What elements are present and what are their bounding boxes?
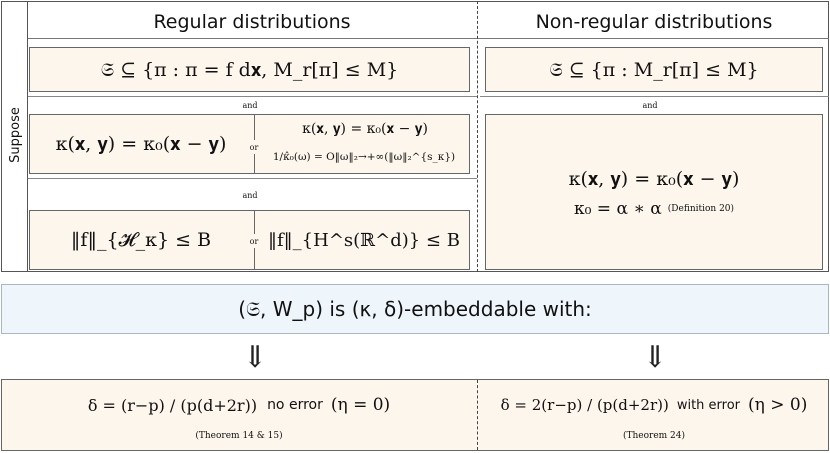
- regular-set-condition: 𝔖 ⊆ {π : π = f d𝐱, M_r[π] ≤ M}: [29, 47, 470, 92]
- regular-kernel-right-bottom: 1/κ̂₀(ω) = O‖ω‖₂→+∞(‖ω‖₂^{s_κ}): [272, 151, 456, 163]
- regular-kernel-right-top: κ(𝐱, 𝐲) = κ₀(𝐱 − 𝐲): [302, 121, 428, 137]
- results-divider: [477, 380, 478, 450]
- regular-norm-split-top: [254, 210, 255, 234]
- nonregular-conv-row: κ₀ = α ∗ α (Definition 20): [486, 196, 822, 222]
- suppose-column: [1, 1, 28, 272]
- nonregular-and-1: and: [642, 100, 658, 110]
- regular-norm-left: ‖f‖_{𝓗_κ} ≤ B: [70, 229, 212, 251]
- regular-ref: (Theorem 14 & 15): [195, 431, 283, 441]
- nonregular-result-row: δ = 2(r−p) / (p(d+2r)) with error (η > 0…: [480, 386, 828, 424]
- separator-1b: [480, 96, 829, 97]
- nonregular-conv-ref: (Definition 20): [667, 204, 735, 214]
- nonregular-set-condition: 𝔖 ⊆ {π : M_r[π] ≤ M}: [485, 47, 823, 92]
- separator-2: [28, 178, 477, 179]
- regular-or-2: or: [249, 236, 259, 246]
- header-divider: [28, 38, 829, 39]
- nonregular-kernel: κ(𝐱, 𝐲) = κ₀(𝐱 − 𝐲): [568, 168, 740, 190]
- header-regular: Regular distributions: [153, 11, 351, 33]
- column-divider-top: [477, 1, 478, 272]
- regular-norm-box: [29, 210, 470, 270]
- regular-and-1: and: [242, 100, 258, 110]
- separator-1: [28, 96, 477, 97]
- header-nonregular: Non-regular distributions: [535, 11, 773, 33]
- nonregular-delta: δ = 2(r−p) / (p(d+2r)): [500, 396, 669, 414]
- nonregular-ref: (Theorem 24): [622, 431, 686, 441]
- arrow-down-nonregular: ⇓: [642, 340, 668, 375]
- regular-note: no error: [267, 397, 323, 413]
- results-frame: [1, 379, 829, 451]
- regular-norm-split-bottom: [254, 248, 255, 270]
- suppose-label: Suppose: [7, 107, 23, 163]
- nonregular-kernel-box: [485, 114, 823, 270]
- regular-kernel-split-top: [254, 114, 255, 140]
- arrow-down-regular: ⇓: [242, 340, 268, 375]
- embeddable-banner: (𝔖, W_p) is (κ, δ)-embeddable with:: [1, 284, 829, 334]
- regular-kernel-split-bottom: [254, 154, 255, 174]
- regular-or-1: or: [249, 142, 259, 152]
- nonregular-eta: (η > 0): [748, 395, 808, 415]
- regular-kernel-left: κ(𝐱, 𝐲) = κ₀(𝐱 − 𝐲): [55, 133, 227, 155]
- regular-kernel-box: [29, 114, 470, 174]
- nonregular-note: with error: [676, 397, 741, 413]
- regular-delta: δ = (r−p) / (p(d+2r)): [87, 395, 258, 415]
- regular-result-row: δ = (r−p) / (p(d+2r)) no error (η = 0): [2, 386, 476, 424]
- regular-eta: (η = 0): [330, 395, 391, 415]
- regular-norm-right: ‖f‖_{H^s(ℝ^d)} ≤ B: [268, 229, 460, 251]
- regular-and-2: and: [242, 190, 258, 200]
- nonregular-conv: κ₀ = α ∗ α: [573, 199, 662, 219]
